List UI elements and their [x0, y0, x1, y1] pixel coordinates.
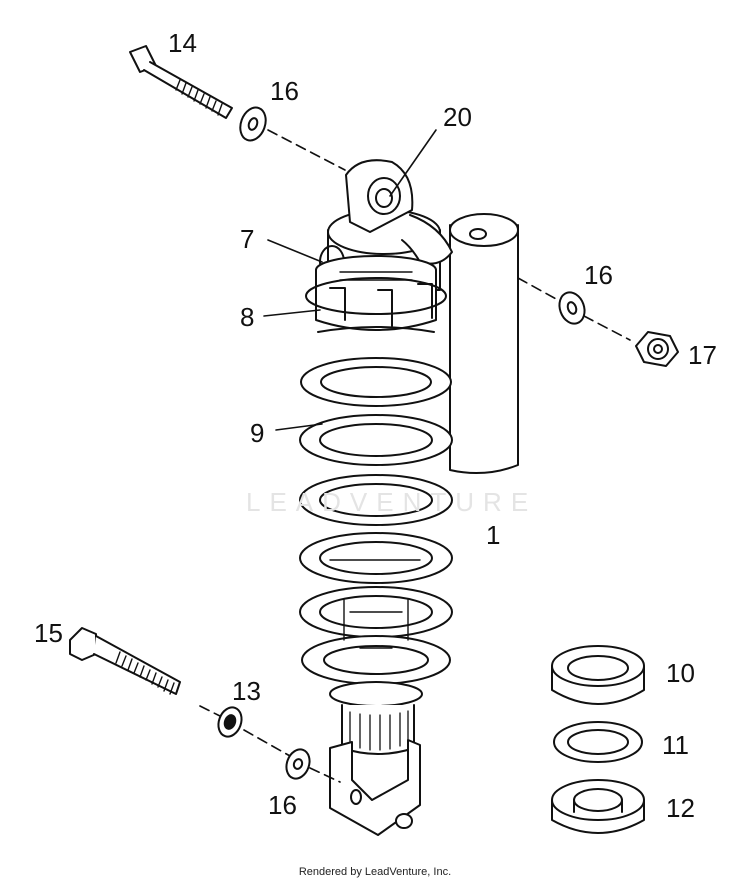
callout-15: 15 [34, 618, 63, 648]
seal-12 [551, 779, 645, 834]
callout-10: 10 [666, 658, 695, 688]
callout-8: 8 [240, 302, 255, 332]
washer-16-right [558, 291, 586, 325]
adjuster-nut [305, 255, 447, 331]
callout-12: 12 [666, 793, 695, 823]
coil-spring [299, 326, 453, 685]
leader-lines [263, 129, 437, 431]
nut-17 [635, 331, 679, 367]
footer-credit: Rendered by LeadVenture, Inc. [298, 866, 452, 878]
callout-7: 7 [240, 224, 255, 254]
callout-13: 13 [232, 676, 261, 706]
nut-13 [217, 706, 243, 738]
washer-16-top [239, 106, 267, 142]
callout-14: 14 [168, 28, 197, 58]
callout-9: 9 [250, 418, 265, 448]
bolt-15 [69, 627, 181, 695]
callout-20: 20 [443, 102, 472, 132]
reservoir [449, 213, 519, 474]
axis-right [517, 277, 631, 341]
callout-16-top: 16 [270, 76, 299, 106]
seal-10 [551, 645, 645, 705]
callout-11: 11 [662, 730, 689, 760]
callout-17: 17 [688, 340, 717, 370]
ring-11 [553, 721, 643, 763]
bolt-14 [129, 45, 233, 119]
axis-bottom [199, 705, 341, 783]
callout-16-right: 16 [584, 260, 613, 290]
callout-16-bottom: 16 [268, 790, 297, 820]
upper-mount [319, 159, 453, 291]
lower-clevis [329, 681, 423, 836]
watermark: LEADVENTURE [246, 487, 538, 517]
callout-1: 1 [486, 520, 501, 550]
axis-top [267, 129, 346, 171]
washer-16-bottom [285, 748, 311, 780]
